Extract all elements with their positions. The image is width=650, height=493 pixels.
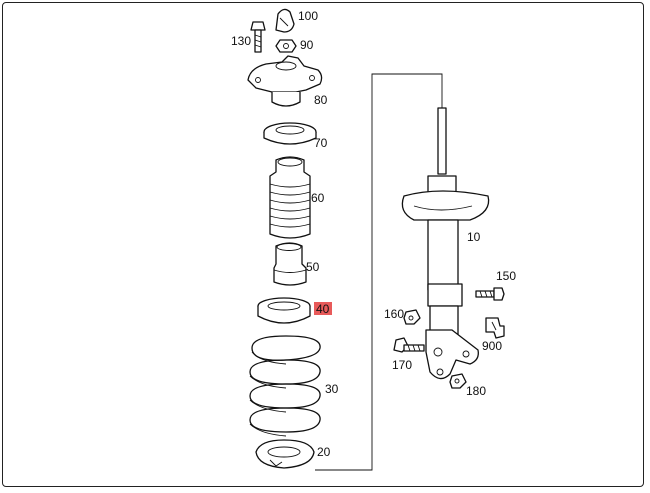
assembly-connector-line bbox=[315, 73, 443, 471]
callout-150[interactable]: 150 bbox=[496, 269, 516, 283]
part-60-dust-boot[interactable] bbox=[269, 156, 311, 239]
part-50-bump-stop[interactable] bbox=[273, 242, 307, 286]
callout-180[interactable]: 180 bbox=[466, 384, 486, 398]
callout-90[interactable]: 90 bbox=[300, 38, 314, 52]
part-80-top-mount[interactable] bbox=[247, 55, 323, 107]
callout-50[interactable]: 50 bbox=[306, 260, 320, 274]
part-170-bolt[interactable] bbox=[393, 337, 425, 353]
part-90-nut[interactable] bbox=[275, 39, 297, 53]
part-30-coil-spring[interactable] bbox=[249, 335, 321, 437]
part-900-bracket[interactable] bbox=[485, 317, 505, 339]
callout-130[interactable]: 130 bbox=[231, 34, 251, 48]
part-150-bolt[interactable] bbox=[475, 287, 505, 301]
callout-30[interactable]: 30 bbox=[325, 382, 339, 396]
callout-10[interactable]: 10 bbox=[467, 230, 481, 244]
callout-100[interactable]: 100 bbox=[298, 9, 318, 23]
callout-160[interactable]: 160 bbox=[384, 307, 404, 321]
part-40-spring-pad[interactable] bbox=[257, 297, 311, 324]
callout-170[interactable]: 170 bbox=[392, 358, 412, 372]
part-100-cap[interactable] bbox=[275, 8, 295, 33]
part-70-bearing[interactable] bbox=[263, 122, 317, 145]
callout-20[interactable]: 20 bbox=[317, 445, 331, 459]
part-20-lower-pad[interactable] bbox=[255, 439, 315, 469]
part-10-strut[interactable] bbox=[401, 107, 490, 380]
callout-900[interactable]: 900 bbox=[482, 339, 502, 353]
callout-60[interactable]: 60 bbox=[311, 191, 325, 205]
part-130-bolt[interactable] bbox=[250, 21, 266, 53]
callout-70[interactable]: 70 bbox=[314, 136, 328, 150]
callout-40[interactable]: 40 bbox=[316, 302, 330, 316]
callout-40-highlight bbox=[314, 302, 332, 315]
part-180-nut[interactable] bbox=[449, 373, 467, 389]
diagram-frame bbox=[2, 2, 644, 487]
part-160-nut[interactable] bbox=[403, 309, 421, 325]
callout-80[interactable]: 80 bbox=[314, 93, 328, 107]
